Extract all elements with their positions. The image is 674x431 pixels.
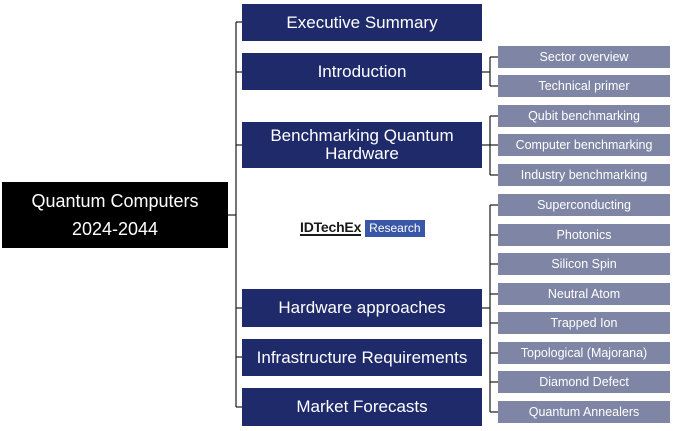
- sub-technical-primer: Technical primer: [498, 75, 670, 97]
- sub-computer-benchmarking: Computer benchmarking: [498, 134, 670, 156]
- sub-silicon-spin: Silicon Spin: [498, 253, 670, 275]
- section-introduction: Introduction: [242, 53, 482, 90]
- sub-sector-overview: Sector overview: [498, 46, 670, 68]
- section-infrastructure: Infrastructure Requirements: [242, 339, 482, 376]
- section-hardware-approaches: Hardware approaches: [242, 289, 482, 327]
- root-title: Quantum Computers: [31, 191, 199, 211]
- sub-photonics: Photonics: [498, 224, 670, 246]
- sub-topological: Topological (Majorana): [498, 342, 670, 364]
- sub-industry-benchmarking: Industry benchmarking: [498, 164, 670, 186]
- sub-quantum-annealers: Quantum Annealers: [498, 401, 670, 423]
- sub-qubit-benchmarking: Qubit benchmarking: [498, 105, 670, 127]
- sub-trapped-ion: Trapped Ion: [498, 312, 670, 334]
- section-market-forecasts: Market Forecasts: [242, 388, 482, 426]
- logo-wordmark: IDTechEx: [300, 219, 362, 236]
- logo-research-tag: Research: [365, 219, 425, 237]
- sub-neutral-atom: Neutral Atom: [498, 283, 670, 305]
- root-subtitle: 2024-2044: [71, 219, 159, 239]
- section-executive-summary: Executive Summary: [242, 4, 482, 41]
- root-node: Quantum Computers 2024-2044: [2, 182, 228, 248]
- section-benchmarking: Benchmarking Quantum Hardware: [242, 122, 482, 168]
- idtechex-logo: IDTechEx Research: [300, 219, 425, 237]
- sub-diamond-defect: Diamond Defect: [498, 371, 670, 393]
- sub-superconducting: Superconducting: [498, 194, 670, 216]
